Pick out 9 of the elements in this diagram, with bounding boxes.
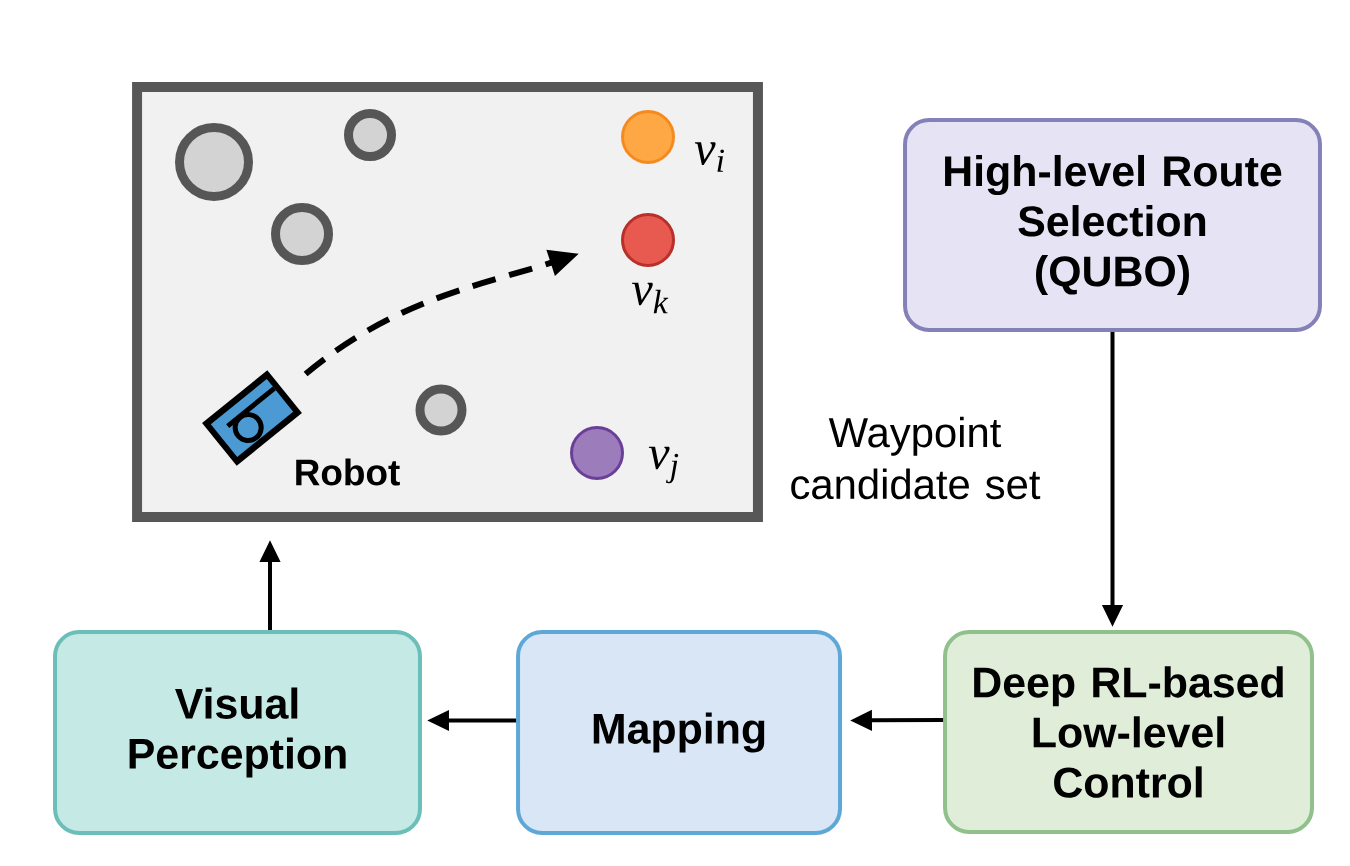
process-box: High-level Route Selection (QUBO) [903, 118, 1322, 332]
waypoint-label: v$_{k}$ [632, 282, 669, 314]
waypoint-label: v$_{j}$ [648, 446, 679, 484]
edge-label: Waypoint candidate set [791, 416, 1041, 500]
process-box: Visual Perception [53, 630, 422, 835]
robot-label: Robot [296, 458, 400, 486]
waypoint-label: v$_{i}$ [694, 142, 724, 172]
process-box: Mapping [516, 630, 842, 835]
process-box: Deep RL-based Low-level Control [943, 630, 1314, 834]
